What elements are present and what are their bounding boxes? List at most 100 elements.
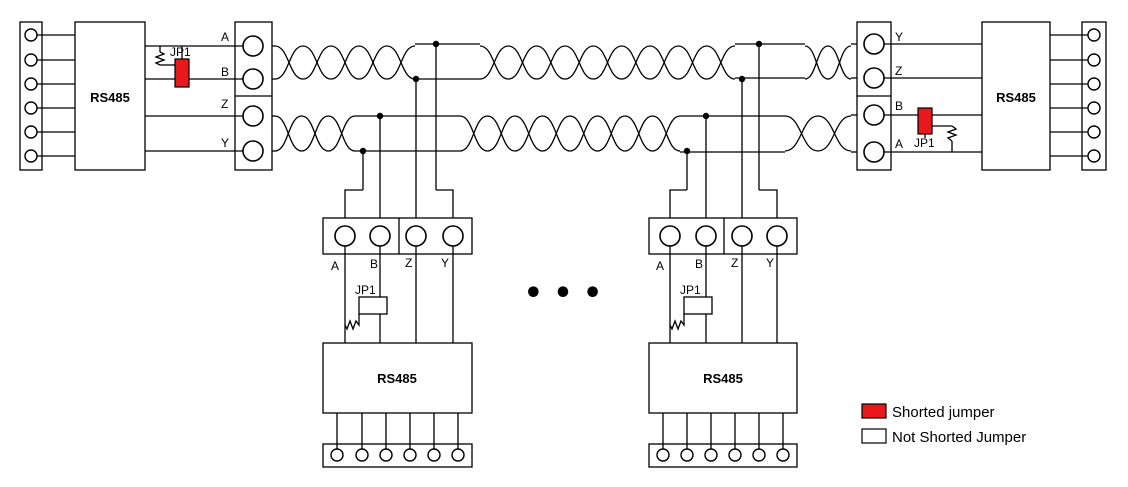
right-label-a: A <box>895 137 903 151</box>
middle2-label-a: A <box>656 259 664 273</box>
junction-dot <box>412 75 420 83</box>
header-pin <box>330 448 344 462</box>
middle2-rs485-module <box>648 342 798 414</box>
middle1-pin-header <box>322 443 473 468</box>
right-rs485-label: RS485 <box>996 90 1036 105</box>
right-terminal-a <box>863 141 885 163</box>
legend-swatch-shorted <box>861 403 887 419</box>
header-pin <box>451 448 465 462</box>
header-pin <box>1087 125 1101 139</box>
middle1-pin-header-pins <box>330 413 465 462</box>
bus-taps <box>344 40 778 222</box>
middle1-resistor <box>344 314 360 331</box>
right-label-b: B <box>895 99 903 113</box>
legend-swatch-not-shorted <box>861 428 887 444</box>
middle1-terminal-b <box>369 225 391 247</box>
left-rs485-device: RS485 A B Z Y JP1 <box>19 21 273 171</box>
header-pin <box>1087 28 1101 42</box>
left-jumper-label: JP1 <box>170 45 191 59</box>
header-pin <box>656 448 670 462</box>
left-terminal-z <box>242 105 264 127</box>
header-pin <box>379 448 393 462</box>
middle2-jumper-label: JP1 <box>680 283 701 297</box>
right-rs485-module <box>981 21 1051 171</box>
middle-rs485-device-1: A B Z Y JP1 RS485 <box>322 217 473 468</box>
middle1-jumper-label: JP1 <box>355 283 376 297</box>
legend: Shorted jumper Not Shorted Jumper <box>861 403 1026 446</box>
twisted-wire <box>784 115 852 152</box>
continuation-dots: • • • <box>524 276 602 311</box>
middle1-label-a: A <box>331 259 339 273</box>
header-pin <box>403 448 417 462</box>
twisted-wire <box>804 45 852 80</box>
header-pin <box>1087 77 1101 91</box>
header-pin <box>680 448 694 462</box>
middle2-rs485-label: RS485 <box>703 371 743 386</box>
middle-rs485-device-2: A B Z Y JP1 RS485 <box>648 217 798 468</box>
twisted-wire <box>479 45 736 80</box>
middle2-jumper-open <box>683 296 713 315</box>
middle2-pin-header-pins <box>656 413 790 462</box>
middle1-terminal-a <box>334 225 356 247</box>
left-terminal-y <box>242 140 264 162</box>
legend-label-not-shorted: Not Shorted Jumper <box>892 429 1026 446</box>
left-jumper-shorted <box>174 58 190 88</box>
header-pin <box>1087 101 1101 115</box>
left-terminal-a <box>242 35 264 57</box>
left-resistor <box>154 51 166 66</box>
right-terminal-z <box>863 67 885 89</box>
middle2-label-b: B <box>695 257 703 271</box>
header-pin <box>24 28 38 42</box>
header-pin <box>1087 53 1101 67</box>
right-terminal-b <box>863 104 885 126</box>
header-pin <box>427 448 441 462</box>
middle2-terminal-z <box>731 225 753 247</box>
header-pin <box>704 448 718 462</box>
twisted-wire <box>804 45 852 80</box>
header-pin <box>24 149 38 163</box>
right-terminal-y <box>863 33 885 55</box>
twisted-wire <box>784 115 852 152</box>
left-label-z: Z <box>221 97 228 111</box>
junction-dot <box>432 40 440 48</box>
middle1-rs485-module <box>322 342 473 414</box>
middle2-pin-header <box>648 443 798 468</box>
middle2-terminal-y <box>766 225 788 247</box>
middle2-terminal-a <box>659 225 681 247</box>
junction-dot <box>738 75 746 83</box>
header-pin <box>752 448 766 462</box>
right-jumper-label: JP1 <box>914 136 935 150</box>
left-label-y: Y <box>221 136 229 150</box>
middle1-jumper-open <box>358 296 388 315</box>
junction-dot <box>359 147 367 155</box>
left-label-a: A <box>221 30 229 44</box>
junction-dot <box>755 40 763 48</box>
right-label-y: Y <box>895 30 903 44</box>
middle2-label-y: Y <box>766 256 774 270</box>
middle2-resistor <box>669 314 685 331</box>
left-rs485-module <box>74 21 146 171</box>
header-pin <box>355 448 369 462</box>
right-jumper-shorted <box>917 107 933 135</box>
right-resistor <box>946 125 958 142</box>
legend-label-shorted: Shorted jumper <box>892 404 995 421</box>
middle1-label-y: Y <box>441 256 449 270</box>
middle1-label-z: Z <box>405 256 412 270</box>
twisted-wire <box>459 115 681 152</box>
header-pin <box>24 53 38 67</box>
junction-dot <box>702 112 710 120</box>
junction-dot <box>683 147 691 155</box>
twisted-wire <box>274 115 356 152</box>
header-pin <box>24 101 38 115</box>
junction-dot <box>376 112 384 120</box>
middle1-rs485-label: RS485 <box>377 371 417 386</box>
middle1-terminal-z <box>405 225 427 247</box>
header-pin <box>24 125 38 139</box>
right-pin-header <box>1081 21 1107 171</box>
twisted-wire <box>274 45 416 80</box>
left-terminal-b <box>242 68 264 90</box>
right-label-z: Z <box>895 64 902 78</box>
middle1-label-b: B <box>370 257 378 271</box>
